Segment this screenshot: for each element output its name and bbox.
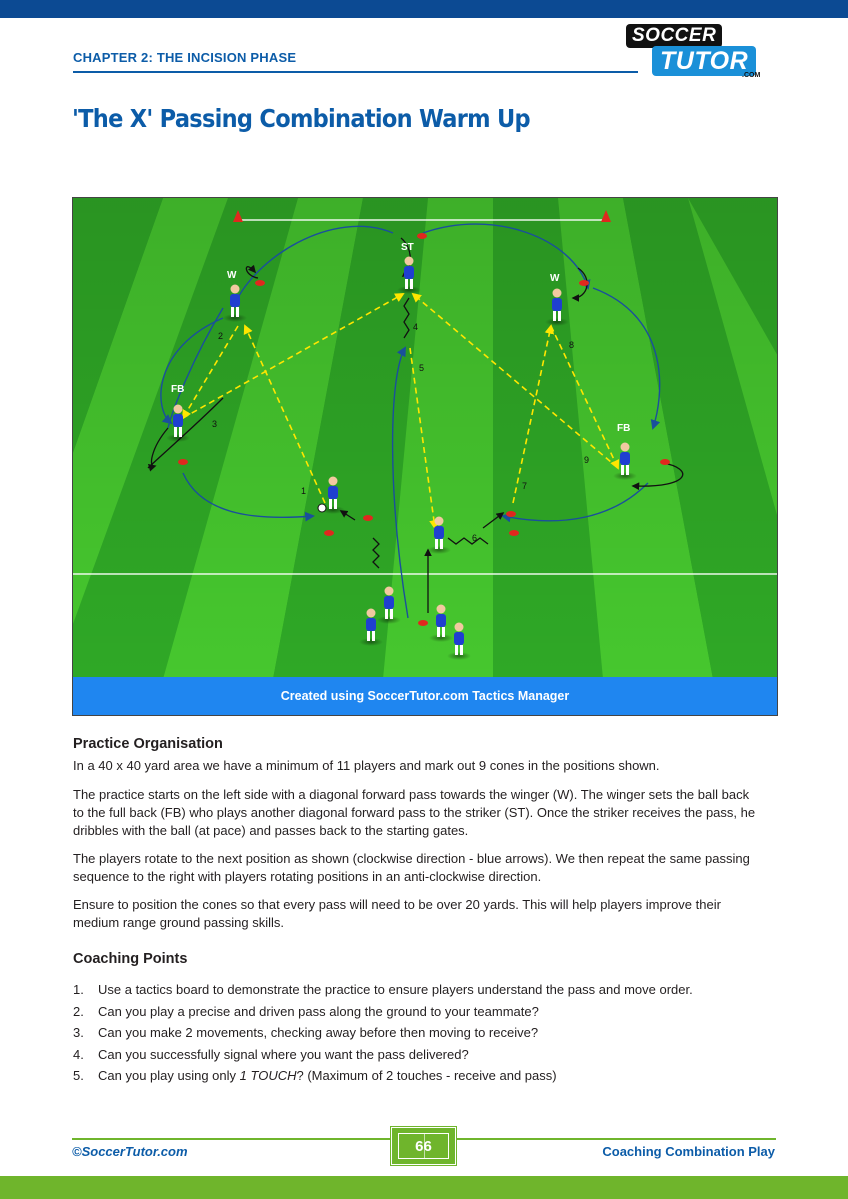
pitch-svg: ST W W FB FB 1 2 3 4 5 6 7 8 9: [73, 198, 777, 679]
seq-2: 2: [218, 331, 223, 341]
label-st: ST: [401, 242, 414, 253]
player-queue-1: [377, 586, 401, 624]
player-queue-2: [359, 608, 383, 646]
grass-stripes: [73, 198, 777, 679]
cones: [178, 210, 670, 626]
footer-rule-left: [72, 1138, 391, 1140]
player-start-right: [427, 516, 451, 554]
list-number: 3.: [73, 1025, 84, 1040]
list-number: 1.: [73, 982, 84, 997]
page-number-badge: 66: [390, 1126, 457, 1166]
seq-1: 1: [301, 486, 306, 496]
practice-heading: Practice Organisation: [73, 736, 223, 752]
pitch-halfway-line: [423, 1133, 425, 1159]
movement-arrows: [160, 223, 661, 619]
pass-arrows: [182, 292, 620, 530]
soccertutor-logo: SOCCER TUTOR .COM: [626, 24, 776, 82]
label-fb-left: FB: [171, 384, 184, 395]
list-number: 4.: [73, 1046, 84, 1062]
player-w-right: [545, 288, 569, 326]
player-fb-right: [613, 442, 637, 480]
list-item: 4. Can you successfully signal where you…: [73, 1046, 773, 1068]
logo-com-text: .COM: [742, 72, 761, 79]
list-text: Can you make 2 movements, checking away …: [98, 1025, 539, 1040]
list-number: 5.: [73, 1068, 84, 1083]
chapter-rule: [73, 71, 638, 73]
seq-5: 5: [419, 363, 424, 373]
logo-tutor-text: TUTOR: [652, 46, 757, 76]
footer-book-title: Coaching Combination Play: [602, 1144, 775, 1159]
sequence-numbers: 1 2 3 4 5 6 7 8 9: [212, 322, 589, 543]
list-text: Use a tactics board to demonstrate the p…: [98, 982, 693, 997]
player-queue-4: [447, 622, 471, 660]
chapter-heading: CHAPTER 2: THE INCISION PHASE: [73, 50, 297, 65]
list-text: Can you play a precise and driven pass a…: [98, 1003, 539, 1019]
footer-rule-right: [456, 1138, 776, 1140]
player-queue-3: [429, 604, 453, 642]
list-text: Can you play using only 1 TOUCH? (Maximu…: [98, 1067, 557, 1085]
diagram-credit-banner: Created using SoccerTutor.com Tactics Ma…: [73, 677, 777, 715]
player-fb-left: [166, 404, 190, 442]
practice-paragraph-2-line-1: The practice starts on the left side wit…: [73, 787, 750, 802]
practice-paragraph-2: The practice starts on the left side wit…: [73, 786, 773, 840]
list-item: 5. Can you play using only 1 TOUCH? (Max…: [73, 1067, 773, 1089]
footer-copyright: ©SoccerTutor.com: [72, 1144, 188, 1159]
seq-8: 8: [569, 340, 574, 350]
label-w-right: W: [550, 273, 560, 284]
list-text-after: ? (Maximum of 2 touches - receive and pa…: [296, 1068, 557, 1083]
label-fb-right: FB: [617, 423, 630, 434]
practice-paragraph-3-line-1: The players rotate to the next position …: [73, 851, 750, 866]
practice-paragraph-3-line-2: sequence to the right with players rotat…: [73, 869, 542, 884]
list-text-before: Can you play using only: [98, 1068, 240, 1083]
seq-3: 3: [212, 419, 217, 429]
label-w-left: W: [227, 270, 237, 281]
page-number: 66: [415, 1138, 432, 1155]
practice-paragraph-4-line-2: medium range ground passing skills.: [73, 915, 284, 930]
player-start-left: [317, 476, 345, 514]
seq-6: 6: [472, 533, 477, 543]
players: [166, 256, 637, 660]
page-title: 'The X' Passing Combination Warm Up: [72, 104, 531, 133]
list-item: 3. Can you make 2 movements, checking aw…: [73, 1024, 773, 1046]
seq-9: 9: [584, 455, 589, 465]
position-labels: ST W W FB FB: [171, 242, 630, 434]
list-text: Can you successfully signal where you wa…: [98, 1046, 469, 1062]
pitch-lines: [73, 219, 777, 575]
list-text-italic: 1 TOUCH: [239, 1068, 297, 1083]
practice-paragraph-4: Ensure to position the cones so that eve…: [73, 896, 773, 932]
practice-paragraph-2-line-3: dribbles with the ball (at pace) and pas…: [73, 823, 469, 838]
list-item: 2. Can you play a precise and driven pas…: [73, 1003, 773, 1025]
coaching-heading: Coaching Points: [73, 951, 188, 967]
list-number: 2.: [73, 1003, 84, 1019]
list-item: 1. Use a tactics board to demonstrate th…: [73, 981, 773, 1003]
seq-7: 7: [522, 481, 527, 491]
practice-paragraph-3: The players rotate to the next position …: [73, 850, 773, 886]
player-w-left: [223, 284, 247, 322]
bottom-color-bar: [0, 1176, 848, 1199]
coaching-points-list: 1. Use a tactics board to demonstrate th…: [73, 981, 773, 1089]
top-color-bar: [0, 0, 848, 18]
player-st: [397, 256, 421, 294]
seq-4: 4: [413, 322, 418, 332]
practice-paragraph-2-line-2: to the full back (FB) who plays another …: [73, 805, 756, 820]
logo-soccer-text: SOCCER: [626, 24, 723, 48]
practice-paragraph-1: In a 40 x 40 yard area we have a minimum…: [73, 758, 660, 773]
practice-paragraph-4-line-1: Ensure to position the cones so that eve…: [73, 897, 721, 912]
tactics-diagram: ST W W FB FB 1 2 3 4 5 6 7 8 9 Created u…: [72, 197, 778, 716]
